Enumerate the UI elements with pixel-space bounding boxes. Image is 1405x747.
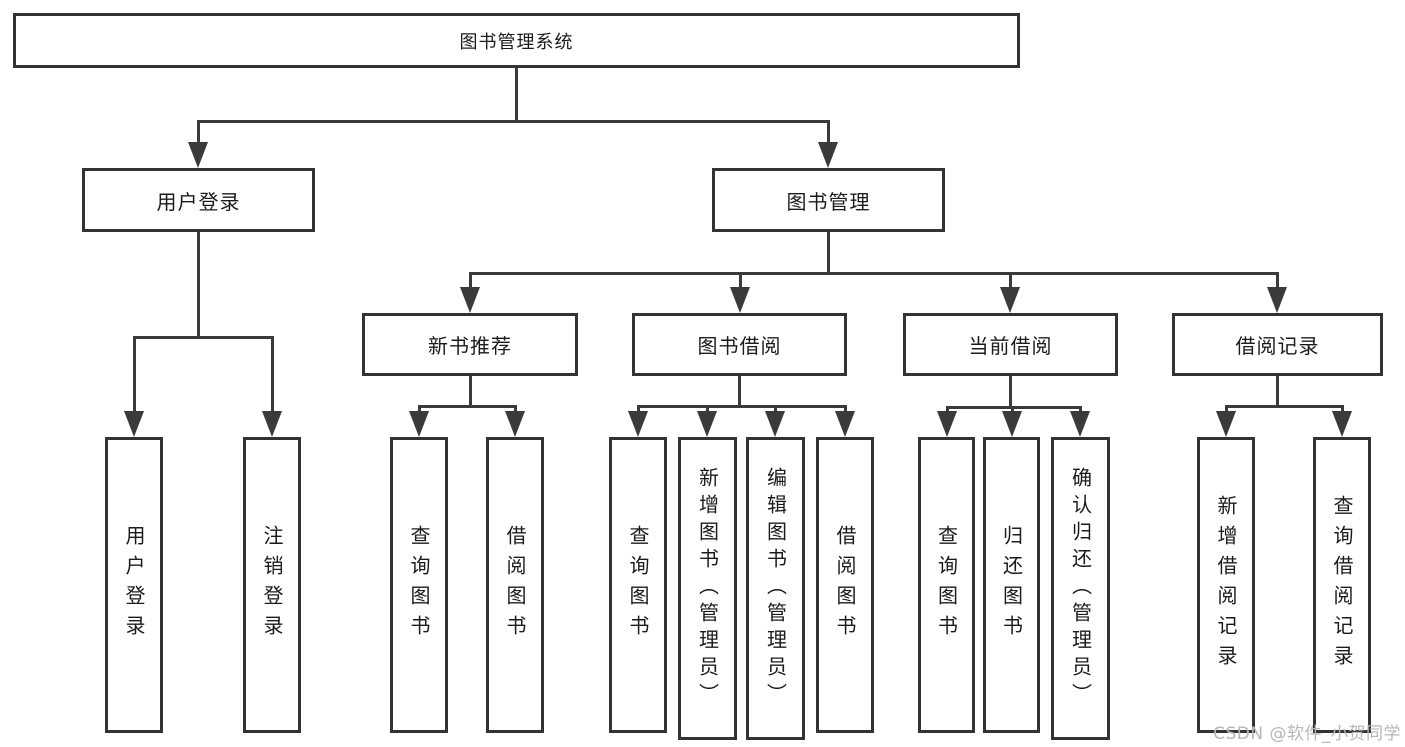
connector-line bbox=[133, 336, 136, 414]
connector-line bbox=[1009, 272, 1012, 290]
connector-arrow bbox=[1000, 287, 1020, 313]
node-label: 新增图书（管理员） bbox=[695, 467, 720, 710]
node-label: 图书管理系统 bbox=[459, 31, 574, 53]
node-label: 注销登录 bbox=[260, 525, 284, 645]
connector-line bbox=[197, 232, 200, 336]
node-label: 借阅图书 bbox=[833, 525, 857, 645]
connector-arrow bbox=[1002, 411, 1022, 437]
connector-line bbox=[1276, 376, 1279, 405]
connector-line bbox=[1011, 406, 1014, 415]
connector-arrow bbox=[628, 411, 648, 437]
node-label: 查询借阅记录 bbox=[1330, 495, 1354, 675]
connector-line bbox=[637, 405, 640, 415]
connector-line bbox=[844, 405, 847, 415]
connector-arrow bbox=[730, 287, 750, 313]
connector-arrow bbox=[697, 411, 717, 437]
leaf-add-borrow-record: 新增借阅记录 bbox=[1197, 437, 1255, 733]
connector-arrow bbox=[460, 287, 480, 313]
connector-line bbox=[1225, 405, 1228, 415]
node-library-management-system: 图书管理系统 bbox=[13, 13, 1020, 68]
connector-line bbox=[1341, 405, 1344, 415]
connector-line bbox=[738, 375, 741, 405]
connector-arrow bbox=[409, 411, 429, 437]
node-borrowing-records: 借阅记录 bbox=[1172, 313, 1383, 376]
leaf-return-books: 归还图书 bbox=[983, 437, 1040, 733]
leaf-query-books-recommend: 查询图书 bbox=[390, 437, 448, 733]
node-user-login: 用户登录 bbox=[82, 168, 315, 232]
connector-line bbox=[197, 120, 830, 123]
connector-line bbox=[946, 406, 949, 415]
leaf-edit-books-admin: 编辑图书（管理员） bbox=[746, 437, 805, 740]
connector-arrow bbox=[818, 142, 838, 168]
node-book-management: 图书管理 bbox=[712, 168, 945, 232]
node-book-borrowing: 图书借阅 bbox=[632, 313, 847, 376]
connector-arrow bbox=[937, 411, 957, 437]
connector-line bbox=[1079, 406, 1082, 415]
leaf-borrow-books-recommend: 借阅图书 bbox=[486, 437, 544, 733]
connector-arrow bbox=[124, 411, 144, 437]
node-label: 借阅记录 bbox=[1235, 334, 1320, 358]
leaf-query-books-current: 查询图书 bbox=[918, 437, 975, 733]
connector-line bbox=[515, 68, 518, 121]
connector-line bbox=[739, 272, 742, 290]
connector-line bbox=[1009, 376, 1012, 407]
node-label: 新书推荐 bbox=[428, 334, 512, 358]
leaf-confirm-return-admin: 确认归还（管理员） bbox=[1051, 437, 1110, 740]
connector-arrow bbox=[1216, 411, 1236, 437]
leaf-logout: 注销登录 bbox=[243, 437, 301, 733]
connector-arrow bbox=[505, 411, 525, 437]
node-new-book-recommendation: 新书推荐 bbox=[362, 313, 578, 376]
connector-line bbox=[469, 272, 1279, 275]
connector-line bbox=[1276, 272, 1279, 290]
node-label: 新增借阅记录 bbox=[1214, 495, 1238, 675]
node-label: 编辑图书（管理员） bbox=[763, 467, 788, 710]
node-label: 查询图书 bbox=[407, 525, 431, 645]
node-label: 当前借阅 bbox=[968, 334, 1053, 358]
connector-arrow bbox=[1267, 287, 1287, 313]
connector-arrow bbox=[1070, 411, 1090, 437]
node-label: 查询图书 bbox=[934, 525, 959, 645]
connector-line bbox=[706, 405, 709, 415]
leaf-query-books-borrow: 查询图书 bbox=[609, 437, 667, 733]
connector-line bbox=[418, 405, 421, 415]
connector-line bbox=[514, 405, 517, 415]
connector-line bbox=[197, 120, 200, 150]
connector-line bbox=[469, 272, 472, 290]
connector-line bbox=[1225, 405, 1344, 408]
node-current-borrowing: 当前借阅 bbox=[903, 313, 1118, 376]
node-label: 归还图书 bbox=[999, 525, 1024, 645]
csdn-watermark: CSDN @软件_小贺同学 bbox=[1213, 724, 1401, 744]
leaf-borrow-books: 借阅图书 bbox=[816, 437, 874, 733]
node-label: 图书借阅 bbox=[697, 334, 782, 358]
node-label: 用户登录 bbox=[122, 525, 146, 645]
connector-line bbox=[418, 405, 517, 408]
connector-arrow bbox=[835, 411, 855, 437]
connector-line bbox=[469, 376, 472, 405]
connector-line bbox=[774, 405, 777, 415]
node-label: 查询图书 bbox=[626, 525, 650, 645]
connector-line bbox=[637, 405, 847, 408]
node-label: 用户登录 bbox=[156, 189, 241, 214]
connector-line bbox=[946, 406, 1082, 409]
leaf-user-login: 用户登录 bbox=[105, 437, 163, 733]
connector-line bbox=[827, 120, 830, 150]
node-label: 借阅图书 bbox=[503, 525, 527, 645]
connector-arrow bbox=[262, 411, 282, 437]
node-label: 确认归还（管理员） bbox=[1068, 467, 1093, 710]
connector-line bbox=[133, 336, 274, 339]
connector-arrow bbox=[188, 142, 208, 168]
leaf-query-borrow-record: 查询借阅记录 bbox=[1313, 437, 1371, 733]
connector-line bbox=[827, 232, 830, 272]
connector-arrow bbox=[1332, 411, 1352, 437]
leaf-add-books-admin: 新增图书（管理员） bbox=[678, 437, 737, 740]
connector-line bbox=[271, 336, 274, 414]
connector-arrow bbox=[765, 411, 785, 437]
node-label: 图书管理 bbox=[786, 189, 871, 214]
